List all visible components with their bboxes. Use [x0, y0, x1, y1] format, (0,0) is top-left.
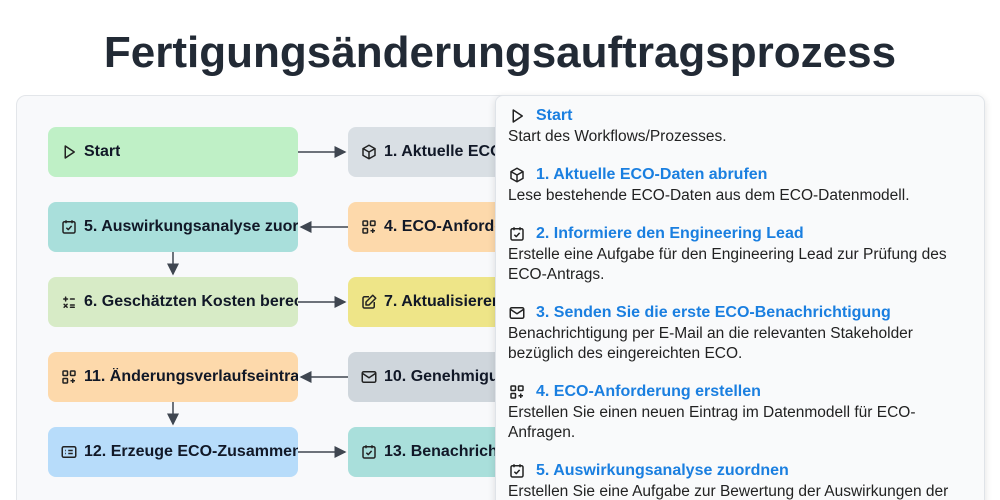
node-label: 13. Benachrichtigung	[384, 443, 515, 460]
node-label: 1. Aktuelle ECO-Daten abrufen	[384, 143, 515, 160]
node-label: 11. Änderungsverlaufseintrag	[84, 368, 298, 385]
node-label: Start	[84, 143, 121, 160]
step-item: 1. Aktuelle ECO-Daten abrufen Lese beste…	[508, 165, 972, 206]
node-step-11[interactable]: 11. Änderungsverlaufseintrag	[48, 352, 298, 402]
play-icon	[508, 107, 526, 125]
step-title-link[interactable]: 2. Informiere den Engineering Lead	[536, 225, 804, 242]
node-step-7[interactable]: 7. Aktualisieren	[348, 277, 515, 327]
step-details-panel[interactable]: Start Start des Workflows/Prozesses. 1. …	[495, 95, 985, 500]
step-title-link[interactable]: 4. ECO-Anforderung erstellen	[536, 383, 761, 400]
node-step-12[interactable]: 12. Erzeuge ECO-Zusammenfassung	[48, 427, 298, 477]
grid-plus-icon	[360, 218, 378, 236]
node-label: 7. Aktualisieren	[384, 293, 502, 310]
node-label: 6. Geschätzten Kosten berechnen	[84, 293, 298, 310]
task-icon	[60, 218, 78, 236]
step-title-link[interactable]: 3. Senden Sie die erste ECO-Benachrichti…	[536, 304, 891, 321]
edit-icon	[360, 293, 378, 311]
play-icon	[60, 143, 78, 161]
page-title: Fertigungsänderungsauftragsprozess	[103, 28, 897, 77]
node-start[interactable]: Start	[48, 127, 298, 177]
node-step-5[interactable]: 5. Auswirkungsanalyse zuordnen	[48, 202, 298, 252]
report-icon	[60, 443, 78, 461]
step-title-link[interactable]: Start	[536, 107, 573, 124]
grid-plus-icon	[60, 368, 78, 386]
calculator-icon	[60, 293, 78, 311]
grid-plus-icon	[508, 383, 526, 401]
node-label: 4. ECO-Anforderung erstellen	[384, 218, 515, 235]
step-item: 5. Auswirkungsanalyse zuordnen Erstellen…	[508, 461, 972, 500]
node-step-10[interactable]: 10. Genehmigung	[348, 352, 516, 402]
workflow-canvas[interactable]: Start 1. Aktuelle ECO-Daten abrufen 5. A…	[16, 95, 516, 500]
mail-icon	[508, 304, 526, 322]
step-title-link[interactable]: 1. Aktuelle ECO-Daten abrufen	[536, 166, 768, 183]
step-description: Start des Workflows/Prozesses.	[508, 128, 727, 145]
step-item: 3. Senden Sie die erste ECO-Benachrichti…	[508, 303, 972, 364]
mail-icon	[360, 368, 378, 386]
task-icon	[508, 225, 526, 243]
node-label: 10. Genehmigung	[384, 368, 516, 385]
step-description: Erstelle eine Aufgabe für den Engineerin…	[508, 246, 947, 283]
node-step-6[interactable]: 6. Geschätzten Kosten berechnen	[48, 277, 298, 327]
task-icon	[360, 443, 378, 461]
cube-icon	[508, 166, 526, 184]
step-item: 2. Informiere den Engineering Lead Erste…	[508, 224, 972, 285]
task-icon	[508, 462, 526, 480]
step-title-link[interactable]: 5. Auswirkungsanalyse zuordnen	[536, 462, 789, 479]
step-description: Erstellen Sie eine Aufgabe zur Bewertung…	[508, 483, 949, 500]
cube-icon	[360, 143, 378, 161]
node-step-4[interactable]: 4. ECO-Anforderung erstellen	[348, 202, 515, 252]
node-step-13[interactable]: 13. Benachrichtigung	[348, 427, 515, 477]
step-item: 4. ECO-Anforderung erstellen Erstellen S…	[508, 382, 972, 443]
step-description: Lese bestehende ECO-Daten aus dem ECO-Da…	[508, 187, 910, 204]
node-label: 12. Erzeuge ECO-Zusammenfassung	[84, 443, 298, 460]
step-description: Benachrichtigung per E-Mail an die relev…	[508, 325, 913, 362]
node-label: 5. Auswirkungsanalyse zuordnen	[84, 218, 298, 235]
step-description: Erstellen Sie einen neuen Eintrag im Dat…	[508, 404, 916, 441]
node-step-1[interactable]: 1. Aktuelle ECO-Daten abrufen	[348, 127, 515, 177]
step-item: Start Start des Workflows/Prozesses.	[508, 106, 972, 147]
